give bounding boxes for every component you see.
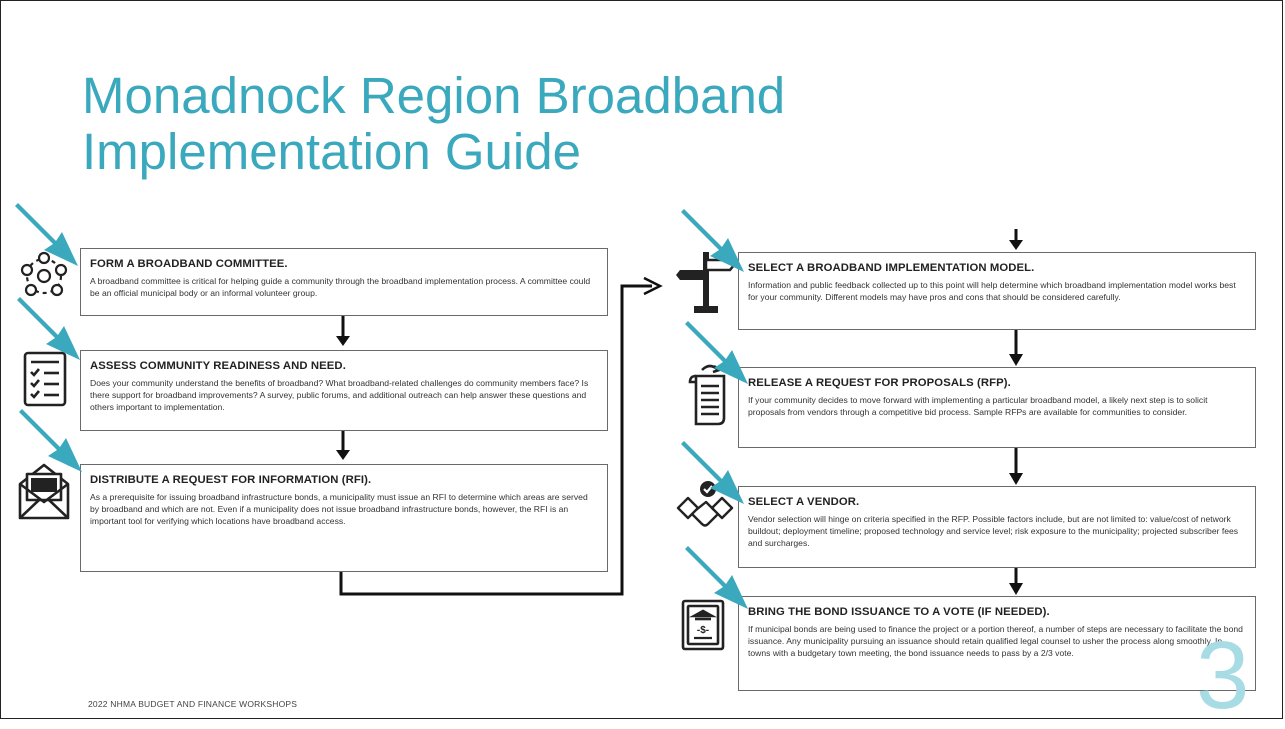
- step-body: Information and public feedback collecte…: [748, 280, 1236, 303]
- handshake-check-icon: [676, 481, 734, 527]
- title-line-2: Implementation Guide: [82, 123, 581, 180]
- title-line-1: Monadnock Region Broadband: [82, 67, 786, 124]
- step-heading: RELEASE A REQUEST FOR PROPOSALS (RFP).: [748, 377, 1011, 389]
- step-assess-readiness: ASSESS COMMUNITY READINESS AND NEED. Doe…: [80, 350, 608, 431]
- slide-footer: 2022 NHMA BUDGET AND FINANCE WORKSHOPS: [88, 699, 298, 709]
- step-select-vendor: SELECT A VENDOR. Vendor selection will h…: [738, 486, 1256, 568]
- teal-arrow-step-6: [681, 441, 744, 504]
- teal-arrow-step-5: [685, 321, 748, 384]
- step-heading: FORM A BROADBAND COMMITTEE.: [90, 258, 288, 270]
- step-body: Vendor selection will hinge on criteria …: [748, 514, 1239, 549]
- step-release-rfp: RELEASE A REQUEST FOR PROPOSALS (RFP). I…: [738, 367, 1256, 448]
- bank-bond-icon: -$-: [681, 599, 725, 651]
- teal-arrow-step-1: [15, 203, 78, 266]
- step-heading: BRING THE BOND ISSUANCE TO A VOTE (IF NE…: [748, 606, 1050, 618]
- slide-title: Monadnock Region Broadband Implementatio…: [82, 68, 982, 180]
- teal-arrow-step-2: [17, 297, 80, 360]
- teal-arrow-step-7: [685, 546, 748, 609]
- step-body: Does your community understand the benef…: [90, 378, 589, 413]
- teal-arrow-step-3: [19, 409, 82, 472]
- step-heading: SELECT A VENDOR.: [748, 496, 860, 508]
- teal-arrow-step-4: [681, 209, 744, 272]
- envelope-letter-icon: [18, 463, 70, 520]
- bond-icon-text: -$-: [697, 625, 709, 636]
- step-form-committee: FORM A BROADBAND COMMITTEE. A broadband …: [80, 248, 608, 316]
- page-number: 3: [1196, 622, 1250, 729]
- committee-network-icon: [20, 251, 68, 297]
- step-bond-vote: BRING THE BOND ISSUANCE TO A VOTE (IF NE…: [738, 596, 1256, 691]
- checklist-icon: [23, 351, 67, 407]
- step-body: A broadband committee is critical for he…: [90, 276, 591, 299]
- step-body: If your community decides to move forwar…: [748, 395, 1208, 418]
- step-distribute-rfi: DISTRIBUTE A REQUEST FOR INFORMATION (RF…: [80, 464, 608, 572]
- step-select-model: SELECT A BROADBAND IMPLEMENTATION MODEL.…: [738, 252, 1256, 330]
- step-body: If municipal bonds are being used to fin…: [748, 624, 1243, 659]
- step-body: As a prerequisite for issuing broadband …: [90, 492, 588, 527]
- step-heading: ASSESS COMMUNITY READINESS AND NEED.: [90, 360, 346, 372]
- step-heading: SELECT A BROADBAND IMPLEMENTATION MODEL.: [748, 262, 1035, 274]
- step-heading: DISTRIBUTE A REQUEST FOR INFORMATION (RF…: [90, 474, 372, 486]
